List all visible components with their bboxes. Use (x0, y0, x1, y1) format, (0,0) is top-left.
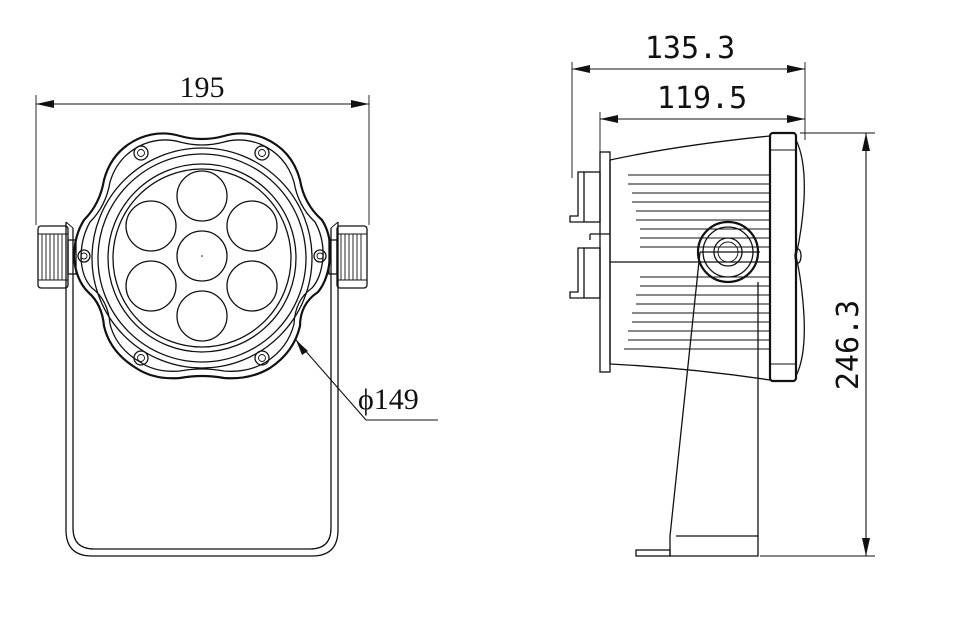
side-body (609, 135, 771, 381)
dim-lens-diameter: ϕ149 (295, 339, 438, 421)
right-knob (328, 225, 368, 289)
side-depth-body-label: 119.5 (657, 81, 747, 116)
lens-diameter-label: ϕ149 (358, 383, 419, 416)
side-view: 135.3 119.5 246.3 (569, 31, 875, 557)
side-front-bezel (768, 131, 805, 383)
led-lenses (125, 170, 278, 342)
front-screws (77, 145, 327, 366)
front-bracket (65, 221, 339, 557)
front-housing (72, 132, 332, 380)
dim-front-width: 195 (35, 71, 370, 225)
side-back-cover (569, 151, 611, 373)
left-knob (37, 225, 77, 289)
cooling-fins (624, 174, 770, 350)
side-depth-total-label: 135.3 (645, 31, 735, 66)
dim-side-depth-total: 135.3 (571, 31, 806, 178)
front-view: 195 (35, 71, 438, 557)
dim-height: 246.3 (760, 132, 875, 557)
side-bracket (635, 251, 760, 557)
dim-side-depth-body: 119.5 (599, 81, 805, 152)
side-knob (696, 220, 760, 284)
height-label: 246.3 (831, 300, 866, 390)
front-width-label: 195 (180, 71, 225, 104)
